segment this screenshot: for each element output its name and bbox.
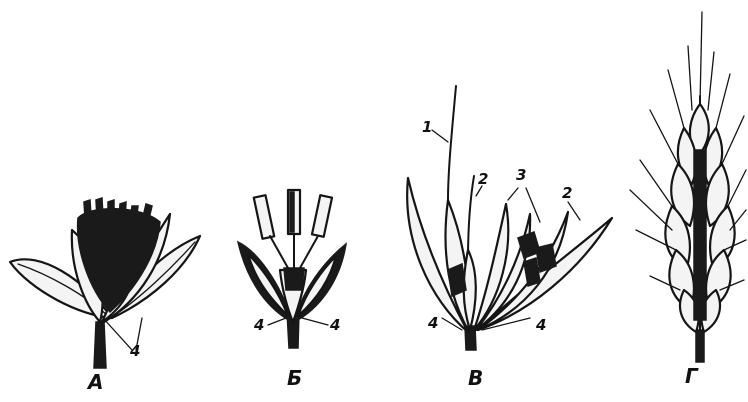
- part-label-4: 4: [254, 318, 264, 333]
- part-label-2: 2: [562, 186, 572, 201]
- panel-label-d: Г: [685, 366, 698, 386]
- panel-label-a: А: [88, 372, 103, 392]
- part-label-1: 1: [422, 120, 432, 135]
- panel-c-drawing: [407, 86, 612, 350]
- panel-d-drawing: [630, 12, 746, 362]
- part-label-4: 4: [428, 316, 438, 331]
- part-label-3: 3: [516, 168, 526, 183]
- panel-a-drawing: [10, 198, 200, 368]
- part-label-4: 4: [536, 318, 546, 333]
- panel-label-b: Б: [287, 368, 302, 388]
- part-label-4: 4: [130, 344, 140, 359]
- part-label-4: 4: [330, 318, 340, 333]
- panel-label-c: В: [468, 368, 483, 388]
- part-label-2: 2: [478, 172, 488, 187]
